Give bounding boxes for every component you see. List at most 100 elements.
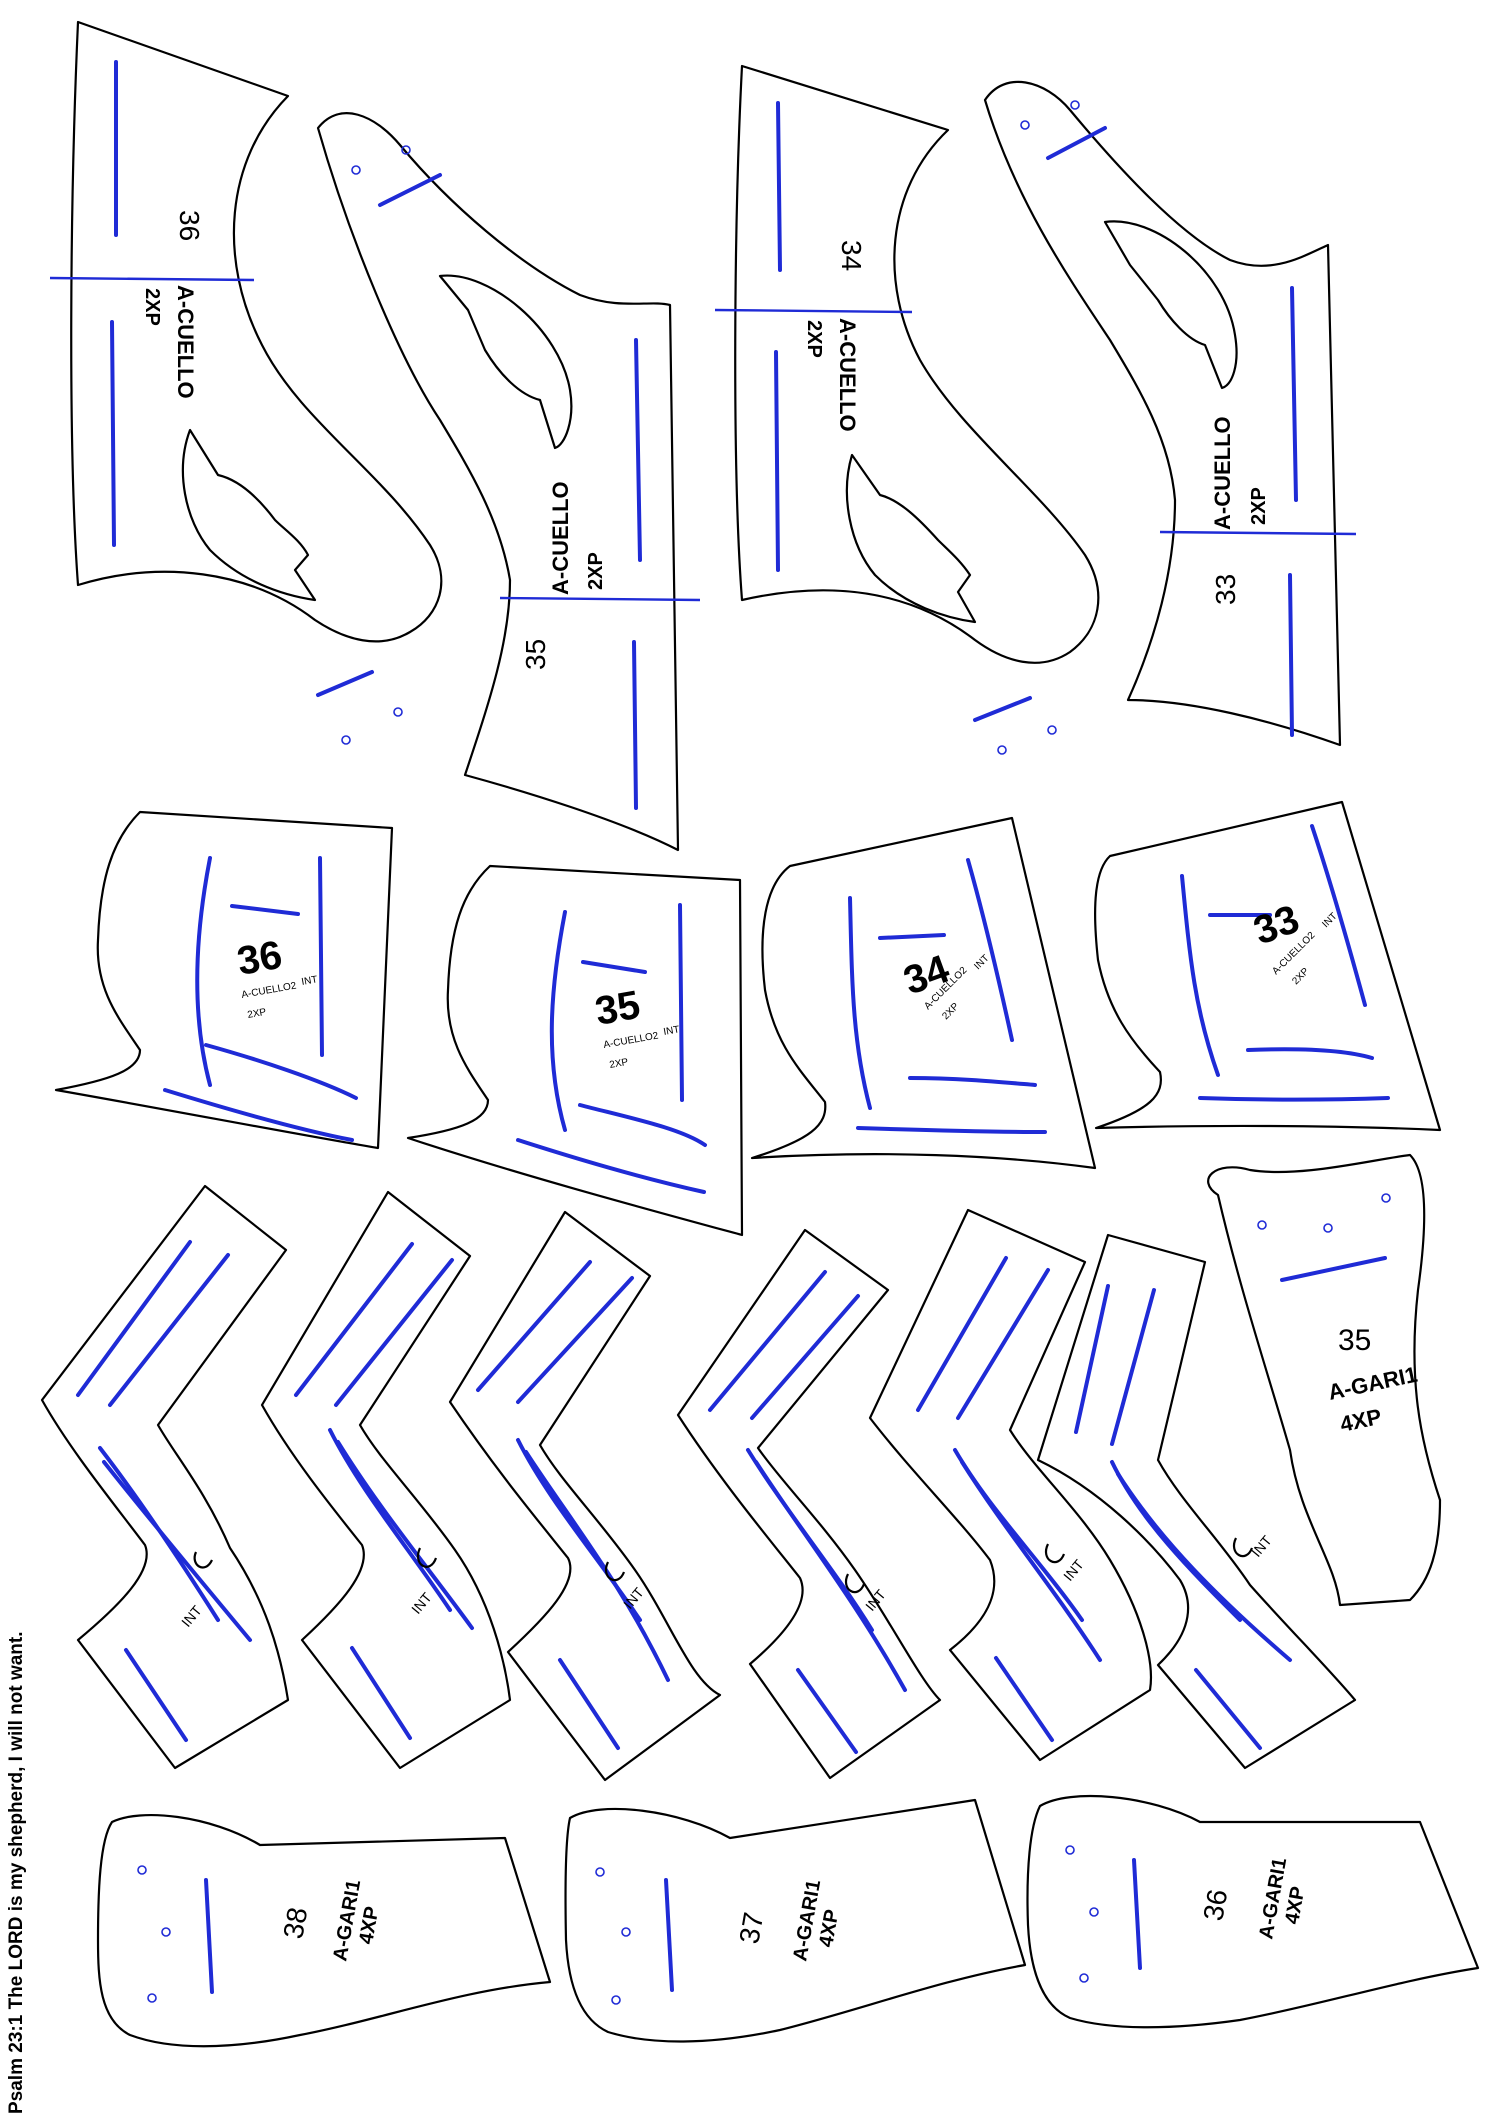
piece-quantity: 4XP — [1338, 1404, 1384, 1437]
piece-gari-38: 38 A-GARI1 4XP — [96, 1813, 552, 2048]
seam-line — [516, 1138, 706, 1194]
seam-line — [664, 1878, 674, 1992]
drill-hole — [393, 707, 403, 717]
piece-gari-37: 37 A-GARI1 4XP — [564, 1798, 1027, 2043]
piece-number: 34 — [836, 240, 867, 271]
piece-cuello2-35: 35 A-CUELLO2 INT 2XP — [406, 864, 744, 1237]
int-tag: INT — [862, 1586, 889, 1614]
seam-line — [908, 1076, 1037, 1087]
int-tag: INT — [1320, 911, 1339, 930]
seam-line — [108, 1253, 230, 1407]
seam-line — [378, 173, 442, 207]
piece-outline — [605, 1561, 626, 1582]
drill-hole — [1047, 725, 1057, 735]
drill-hole — [1089, 1907, 1099, 1917]
piece-quantity: 2XP — [803, 320, 825, 358]
piece-outline — [983, 80, 1342, 747]
seam-line — [1110, 1288, 1156, 1446]
piece-number: 36 — [234, 933, 285, 984]
piece-outline — [193, 1551, 213, 1569]
chevron-piece: INT — [868, 1208, 1152, 1762]
piece-number: 38 — [277, 1905, 313, 1941]
seam-line — [1280, 1256, 1387, 1282]
piece-outline — [448, 1210, 722, 1782]
piece-outline — [417, 1547, 438, 1568]
drill-hole — [621, 1927, 631, 1937]
seam-line — [916, 1256, 1008, 1412]
int-tag: INT — [663, 1024, 681, 1038]
chevron-piece: INT — [448, 1210, 722, 1782]
seam-line — [708, 1270, 827, 1412]
seam-line — [796, 1668, 858, 1754]
seam-line — [516, 1276, 634, 1404]
piece-outline — [845, 1573, 866, 1594]
drill-hole — [1323, 1223, 1333, 1233]
piece-quantity: 2XP — [609, 1057, 630, 1071]
int-tag: INT — [178, 1602, 205, 1630]
seam-line — [294, 1242, 414, 1397]
seam-line — [856, 1126, 1047, 1134]
seam-line — [558, 1658, 620, 1750]
piece-outline — [316, 112, 680, 852]
piece-cuello-34: 34 A-CUELLO 2XP — [714, 64, 1100, 755]
drill-hole — [1079, 1973, 1089, 1983]
piece-gari-36: 36 A-GARI1 4XP — [1026, 1794, 1480, 2029]
seam-line — [350, 1646, 412, 1740]
seam-line — [994, 1656, 1054, 1742]
piece-number: 37 — [733, 1910, 769, 1946]
drill-hole — [351, 165, 361, 175]
piece-quantity: 2XP — [247, 1007, 268, 1021]
seam-line — [956, 1268, 1050, 1420]
seam-line — [163, 1088, 354, 1142]
piece-quantity: 2XP — [1248, 487, 1270, 525]
seam-line — [476, 1260, 592, 1392]
drill-hole — [147, 1993, 157, 2003]
piece-quantity: 2XP — [585, 552, 607, 590]
int-tag: INT — [1248, 1532, 1275, 1560]
piece-outline — [54, 810, 394, 1150]
seam-line — [195, 856, 212, 1087]
seam-line — [1288, 573, 1294, 737]
drill-hole — [611, 1995, 621, 2005]
seam-line — [524, 1450, 670, 1682]
int-tag: INT — [301, 974, 319, 988]
seam-line — [204, 1878, 214, 1994]
piece-outline — [406, 864, 744, 1237]
seam-line — [318, 856, 324, 1057]
piece-gari-35: 35 A-GARI1 4XP — [1207, 1153, 1442, 1607]
piece-outline — [40, 1184, 290, 1770]
seam-line — [76, 1240, 192, 1397]
seam-line — [960, 1460, 1102, 1662]
drill-hole — [1070, 100, 1080, 110]
seam-line — [102, 1460, 252, 1642]
seam-line — [878, 933, 946, 940]
piece-outline — [1045, 1543, 1066, 1564]
seam-line — [754, 1460, 907, 1692]
seam-line — [98, 1446, 220, 1622]
chevron-piece: INT — [1036, 1233, 1357, 1770]
piece-number: 36 — [174, 210, 205, 241]
piece-outline — [734, 64, 1100, 664]
seam-line — [124, 1648, 188, 1742]
seam-line — [334, 1258, 454, 1407]
seam-line — [1246, 1047, 1374, 1060]
seam-line — [1194, 1668, 1262, 1750]
seam-line — [953, 1448, 1084, 1622]
drill-hole — [997, 745, 1007, 755]
piece-outline — [1036, 1233, 1357, 1770]
seam-line — [204, 1043, 358, 1100]
piece-number: 33 — [1210, 574, 1241, 605]
seam-line — [774, 350, 780, 572]
seam-line — [848, 896, 872, 1110]
piece-outline — [1103, 220, 1238, 390]
piece-name: A-CUELLO — [835, 318, 860, 432]
piece-number: 35 — [592, 983, 643, 1034]
drill-hole — [137, 1865, 147, 1875]
piece-outline — [676, 1228, 942, 1780]
seam-line — [110, 320, 116, 547]
notch-line — [714, 308, 913, 314]
piece-name: A-CUELLO — [1210, 416, 1235, 530]
seam-line — [578, 1103, 707, 1147]
seam-line — [678, 903, 684, 1102]
